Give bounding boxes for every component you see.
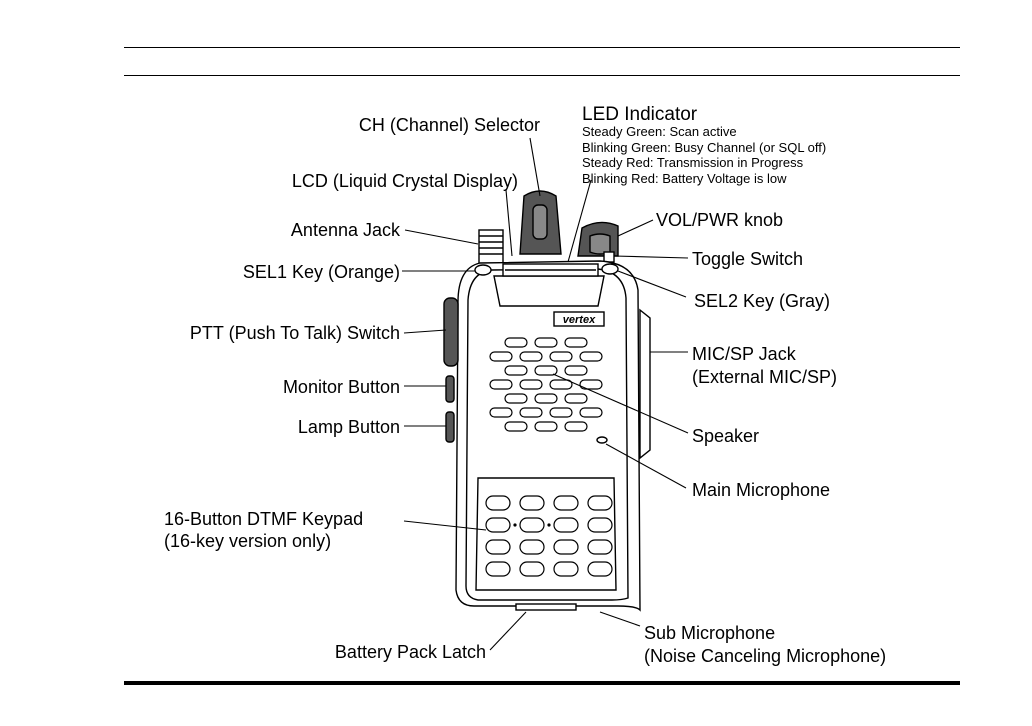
ch-selector-knob xyxy=(519,190,562,255)
battery-latch xyxy=(515,603,577,611)
toggle-switch xyxy=(603,251,615,263)
ptt-switch xyxy=(443,297,459,367)
label-speaker: Speaker xyxy=(692,426,760,446)
speaker-grille xyxy=(489,337,603,432)
label-monitor-button: Monitor Button xyxy=(282,377,400,397)
label-toggle-switch: Toggle Switch xyxy=(692,249,804,269)
header-rule-bottom xyxy=(124,75,960,76)
label-main-microphone: Main Microphone xyxy=(692,480,831,500)
label-dtmf-keypad: 16-Button DTMF Keypad xyxy=(164,509,364,529)
footer-rule xyxy=(124,681,960,685)
label-mic-sp-jack: MIC/SP Jack xyxy=(692,344,796,364)
label-ptt-switch: PTT (Push To Talk) Switch xyxy=(189,323,400,343)
label-lamp-button: Lamp Button xyxy=(297,417,400,437)
label-lcd: LCD (Liquid Crystal Display) xyxy=(291,171,518,191)
label-mic-sp-jack-note: (External MIC/SP) xyxy=(692,367,838,387)
main-microphone xyxy=(596,436,608,444)
label-battery-latch: Battery Pack Latch xyxy=(334,642,486,662)
sel2-key xyxy=(601,263,619,275)
led-line-3: Steady Red: Transmission in Progress xyxy=(582,155,804,170)
led-line-2: Blinking Green: Busy Channel (or SQL off… xyxy=(582,139,827,155)
label-sub-microphone-note: (Noise Canceling Microphone) xyxy=(644,646,887,666)
mic-sp-jack xyxy=(639,308,651,460)
led-line-1: Steady Green: Scan active xyxy=(582,124,737,139)
label-vol-pwr-knob: VOL/PWR knob xyxy=(656,210,784,230)
vertex-logo: vertex xyxy=(563,314,596,326)
sel1-key xyxy=(474,264,492,276)
monitor-button xyxy=(445,375,455,403)
label-ch-selector: CH (Channel) Selector xyxy=(358,115,540,135)
header-rule-top xyxy=(124,47,960,48)
label-sub-microphone: Sub Microphone xyxy=(644,623,776,643)
label-sel2-key: SEL2 Key (Gray) xyxy=(694,291,831,311)
lamp-button xyxy=(445,411,455,443)
led-line-4: Blinking Red: Battery Voltage is low xyxy=(582,170,787,186)
antenna-jack xyxy=(478,229,504,267)
dtmf-keypad xyxy=(485,495,613,577)
label-antenna-jack: Antenna Jack xyxy=(290,220,400,240)
vol-pwr-knob xyxy=(577,221,619,257)
label-dtmf-keypad-note: (16-key version only) xyxy=(164,531,332,551)
leader-lines xyxy=(402,137,689,651)
label-sel1-key: SEL1 Key (Orange) xyxy=(242,262,400,282)
label-led-indicator: LED Indicator xyxy=(582,104,698,125)
